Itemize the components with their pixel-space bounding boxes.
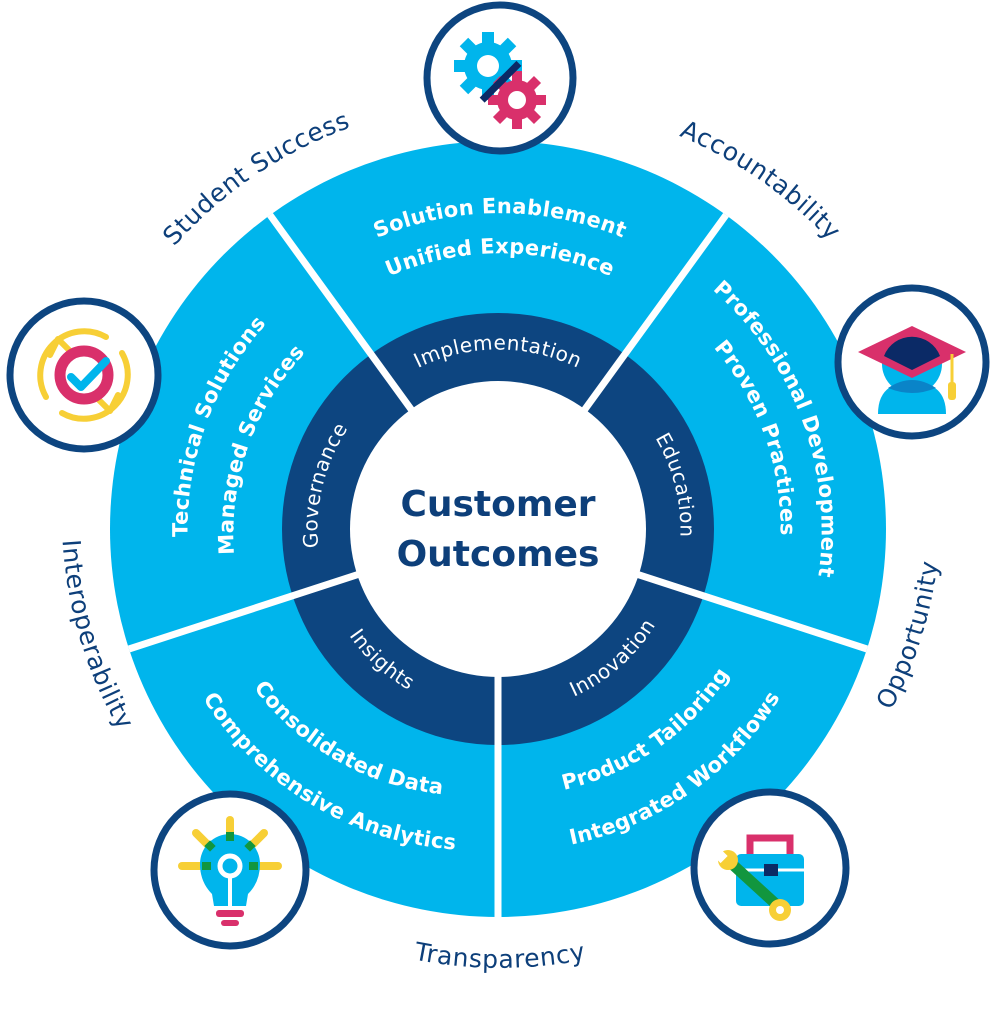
toolbox-icon bbox=[690, 788, 850, 948]
graduation-cap-icon bbox=[834, 284, 990, 440]
center-title-line1: Customer bbox=[400, 484, 595, 525]
center-circle bbox=[350, 381, 646, 677]
refresh-check-icon bbox=[6, 297, 162, 453]
gears-icon bbox=[423, 1, 577, 155]
center-title-line2: Outcomes bbox=[397, 534, 600, 575]
outer-label-transparency: Transparency bbox=[411, 937, 587, 974]
lightbulb-icon bbox=[150, 790, 310, 950]
